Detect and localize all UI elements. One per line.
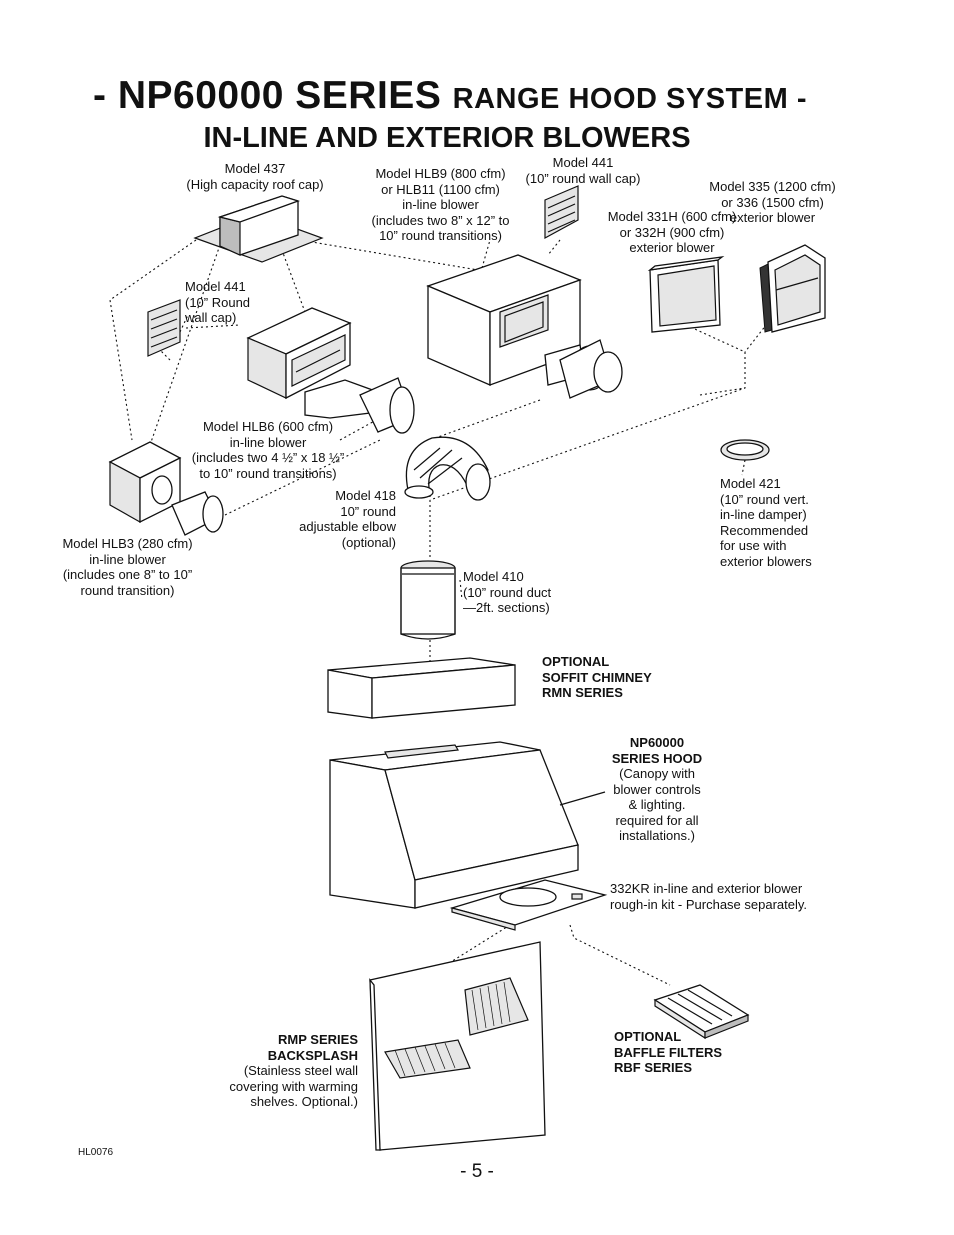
np60000-hood	[329, 741, 606, 909]
page-title-line-2: IN-LINE AND EXTERIOR BLOWERS	[203, 122, 691, 154]
title-system-name: RANGE HOOD SYSTEM -	[452, 83, 807, 115]
label-model-421: Model 421 (10” round vert. in-line dampe…	[720, 476, 812, 569]
damper-421	[720, 439, 770, 461]
drawing-code: HL0076	[78, 1147, 114, 1158]
page-title-line-1: - NP60000 SERIES RANGE HOOD SYSTEM -	[0, 74, 900, 118]
label-model-441-left: Model 441 (10” Round wall cap)	[185, 279, 251, 325]
rough-in-kit-332kr	[449, 879, 608, 931]
label-model-hlb9: Model HLB9 (800 cfm) or HLB11 (1100 cfm)…	[371, 166, 510, 243]
exterior-blower-331h	[647, 256, 725, 333]
label-hood-title: NP60000 SERIES HOOD	[611, 735, 703, 766]
round-duct-410	[400, 560, 456, 640]
connector-lines	[109, 239, 771, 986]
wall-cap-441-top	[544, 185, 579, 240]
hlb9-inline-blower	[426, 254, 623, 399]
baffle-filter	[653, 984, 750, 1040]
label-model-441-top: Model 441 (10” round wall cap)	[525, 155, 641, 186]
label-model-331h: Model 331H (600 cfm) or 332H (900 cfm) e…	[607, 209, 737, 255]
title-series-name: - NP60000 SERIES	[93, 74, 453, 117]
soffit-chimney	[327, 657, 516, 719]
label-model-410: Model 410 (10” round duct —2ft. sections…	[463, 569, 552, 615]
hlb6-inline-blower	[246, 307, 415, 434]
exterior-blower-335	[759, 244, 826, 333]
label-hood-description: (Canopy with blower controls & lighting.…	[613, 766, 701, 843]
label-model-418: Model 418 10” round adjustable elbow (op…	[299, 488, 396, 550]
backsplash	[369, 941, 546, 1151]
wall-cap-441-left	[147, 299, 181, 357]
label-backsplash-title: RMP SERIES BACKSPLASH	[267, 1032, 358, 1063]
roof-cap-437	[193, 195, 324, 263]
label-model-hlb6: Model HLB6 (600 cfm) in-line blower (inc…	[191, 419, 345, 481]
label-model-hlb3: Model HLB3 (280 cfm) in-line blower (inc…	[62, 536, 193, 598]
label-model-437: Model 437 (High capacity roof cap)	[186, 161, 324, 192]
label-model-335: Model 335 (1200 cfm) or 336 (1500 cfm) e…	[709, 179, 836, 225]
page-number: - 5 -	[460, 1161, 494, 1182]
adjustable-elbow-418	[404, 436, 491, 501]
hlb3-inline-blower	[108, 441, 224, 536]
label-backsplash-description: (Stainless steel wall covering with warm…	[229, 1063, 358, 1109]
label-kit-332kr: 332KR in-line and exterior blower rough-…	[610, 881, 808, 912]
label-soffit-chimney: OPTIONAL SOFFIT CHIMNEY RMN SERIES	[542, 654, 652, 700]
label-baffle-filters: OPTIONAL BAFFLE FILTERS RBF SERIES	[614, 1029, 723, 1075]
